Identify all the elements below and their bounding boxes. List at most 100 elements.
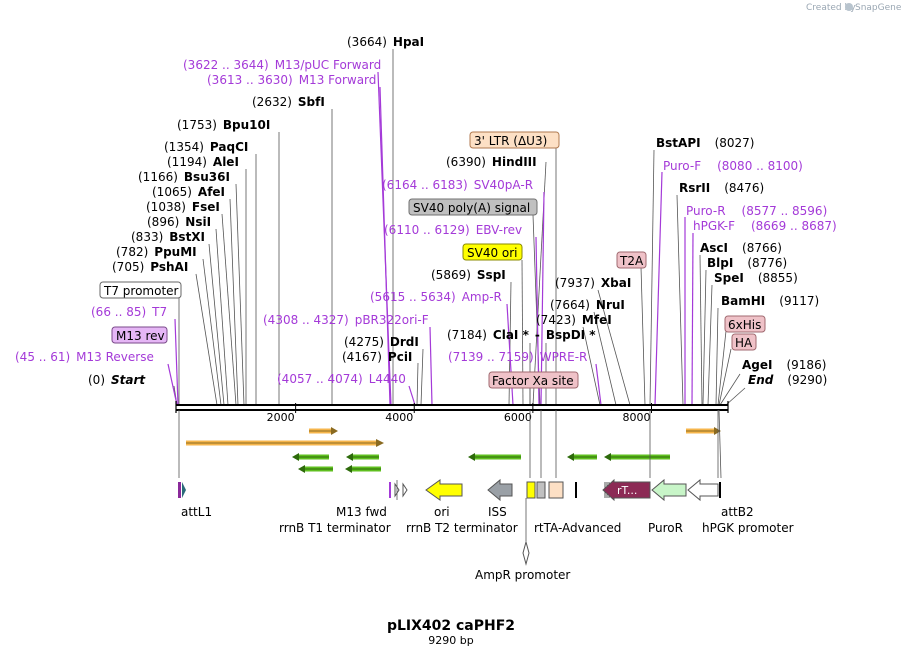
site-start: (0)Start [88,373,146,387]
iss-feature: ISS [487,478,513,519]
orf-reverse-6 [567,453,597,461]
site-bpu10i: (1753)Bpu10I [177,118,270,132]
primer-lead-lines [167,71,694,406]
primer-ebv-rev: (6110 .. 6129)EBV-rev [384,223,522,237]
feature-sv40-ori-box: SV40 ori [462,243,523,261]
site-paqci: (1354)PaqCI [164,140,248,154]
watermark-created-by: Created by [806,3,856,13]
feature-ha-box: HA [731,333,757,351]
feature-t2a-label: T2A [619,254,644,268]
iss-label: ISS [488,505,507,519]
primers: (3622 .. 3644)M13/pUC Forward (3613 .. 3… [15,58,837,386]
boxed-feature-labels: 3' LTR (ΔU3) SV40 poly(A) signal SV40 or… [99,131,766,389]
primer-l4440: (4057 .. 4074)L4440 [277,372,406,386]
restriction-sites: (3664)HpaI (2632)SbfI (1753)Bpu10I (1354… [88,35,827,387]
site-fsei: (1038)FseI [146,200,220,214]
ruler-tick-label: 4000 [385,411,413,424]
site-afei: (1065)AfeI [152,185,225,199]
sv40-ori-feature [526,481,536,499]
feature-sv40-polya-label: SV40 poly(A) signal [413,201,530,215]
orf-reverse-7 [604,453,670,461]
feature-6xhis-box: 6xHis [724,315,766,333]
orf-forward-short-1 [309,427,338,435]
attb2-feature: attB2 [719,482,754,519]
orf-forward-long [186,439,384,447]
orf-reverse-2 [298,465,333,473]
site-blpi: BlpI(8776) [707,256,787,270]
primer-hpgk-f: hPGK-F(8669 .. 8687) [693,219,837,233]
ruler-tick-label: 6000 [504,411,532,424]
site-sspi: (5869)SspI [431,268,506,282]
feature-factor-xa-box: Factor Xa site [488,371,579,389]
site-hindiii: (6390)HindIII [446,155,537,169]
label-lead-lines [173,49,746,406]
primer-m13-reverse: (45 .. 61)M13 Reverse [15,350,154,364]
site-alei: (1194)AleI [167,155,239,169]
orf-reverse-4 [345,465,381,473]
feature-factor-xa-label: Factor Xa site [492,374,574,388]
site-rsrii: RsrII(8476) [679,181,764,195]
attl1-feature: attL1 [178,482,212,519]
feature-t7-promoter-label: T7 promoter [103,284,179,298]
rrnb-t2-feature: rrnB T2 terminator [402,482,518,535]
feature-sv40-ori-label: SV40 ori [467,246,518,260]
ampr-promoter-feature: AmpR promoter [475,498,570,582]
feature-m13-rev-box: M13 rev [111,326,168,344]
orf-reverse-1 [292,453,329,461]
site-mfei: (7423)MfeI [536,313,612,327]
primer-m13-forward: (3613 .. 3630)M13 Forward [207,73,376,87]
site-sbfi: (2632)SbfI [252,95,325,109]
feature-m13-rev-label: M13 rev [116,329,165,343]
wpre-feature [575,482,577,498]
puror-feature: PuroR [648,478,687,535]
attb2-label: attB2 [721,505,754,519]
primer-m13-puc-forward: (3622 .. 3644)M13/pUC Forward [183,58,381,72]
site-bstxi: (833)BstXI [131,230,205,244]
snapgene-logo-icon [845,3,853,11]
site-end: End(9290) [748,373,827,387]
rtta-advanced-feature: rT... rtTA-Advanced [534,478,651,535]
feature-t7-promoter-box: T7 promoter [99,281,182,299]
plasmid-length: 9290 bp [428,634,473,647]
plasmid-name: pLIX402 caPHF2 [387,618,515,634]
primer-wpre-r: (7139 .. 7159)WPRE-R [448,350,587,364]
feature-t2a-box: T2A [616,251,647,269]
feature-3-ltr-box: 3' LTR (ΔU3) [469,131,560,149]
site-bsu36i: (1166)Bsu36I [138,170,230,184]
attl1-label: attL1 [181,505,212,519]
primer-amp-r: (5615 .. 5634)Amp-R [370,290,502,304]
backbone [175,401,729,413]
puror-label: PuroR [648,521,683,535]
rtta-advanced-label: rtTA-Advanced [534,521,621,535]
ori-feature: ori [425,479,463,519]
orf-forward-short-2 [686,427,721,435]
m13-fwd-label: M13 fwd [336,505,387,519]
ruler-tick-label: 8000 [622,411,650,424]
site-ppumi: (782)PpuMI [116,245,197,259]
site-asci: AscI(8766) [700,241,782,255]
ori-label: ori [434,505,450,519]
primer-pbr322ori-f: (4308 .. 4327)pBR322ori-F [263,313,429,327]
watermark-brand: SnapGene [855,3,902,13]
feature-3-ltr-label: 3' LTR (ΔU3) [474,134,547,148]
snapgene-watermark: Created by SnapGene [806,3,902,13]
feature-ha-label: HA [735,336,753,350]
ltr-feature [548,481,564,499]
m13-fwd-feature: M13 fwd [336,482,391,519]
sv40-polya-feature [536,481,546,499]
site-clai-bspdi: (7184)ClaI *-BspDI * [447,328,596,342]
primer-sv40pa-r: (6164 .. 6183)SV40pA-R [382,178,533,192]
hpgk-promoter-feature: hPGK promoter [687,478,794,535]
ampr-promoter-label: AmpR promoter [475,568,570,582]
primer-t7: (66 .. 85)T7 [91,305,167,319]
rrnb-t2-label: rrnB T2 terminator [406,521,518,535]
orf-arrows [186,427,721,473]
hpgk-promoter-label: hPGK promoter [702,521,794,535]
primer-puro-r: Puro-R(8577 .. 8596) [686,204,827,218]
site-spei: SpeI(8855) [714,271,798,285]
feature-track: attL1 M13 fwd rrnB T1 terminator rrnB T2… [178,478,794,582]
site-pcii: (4167)PciI [342,350,412,364]
